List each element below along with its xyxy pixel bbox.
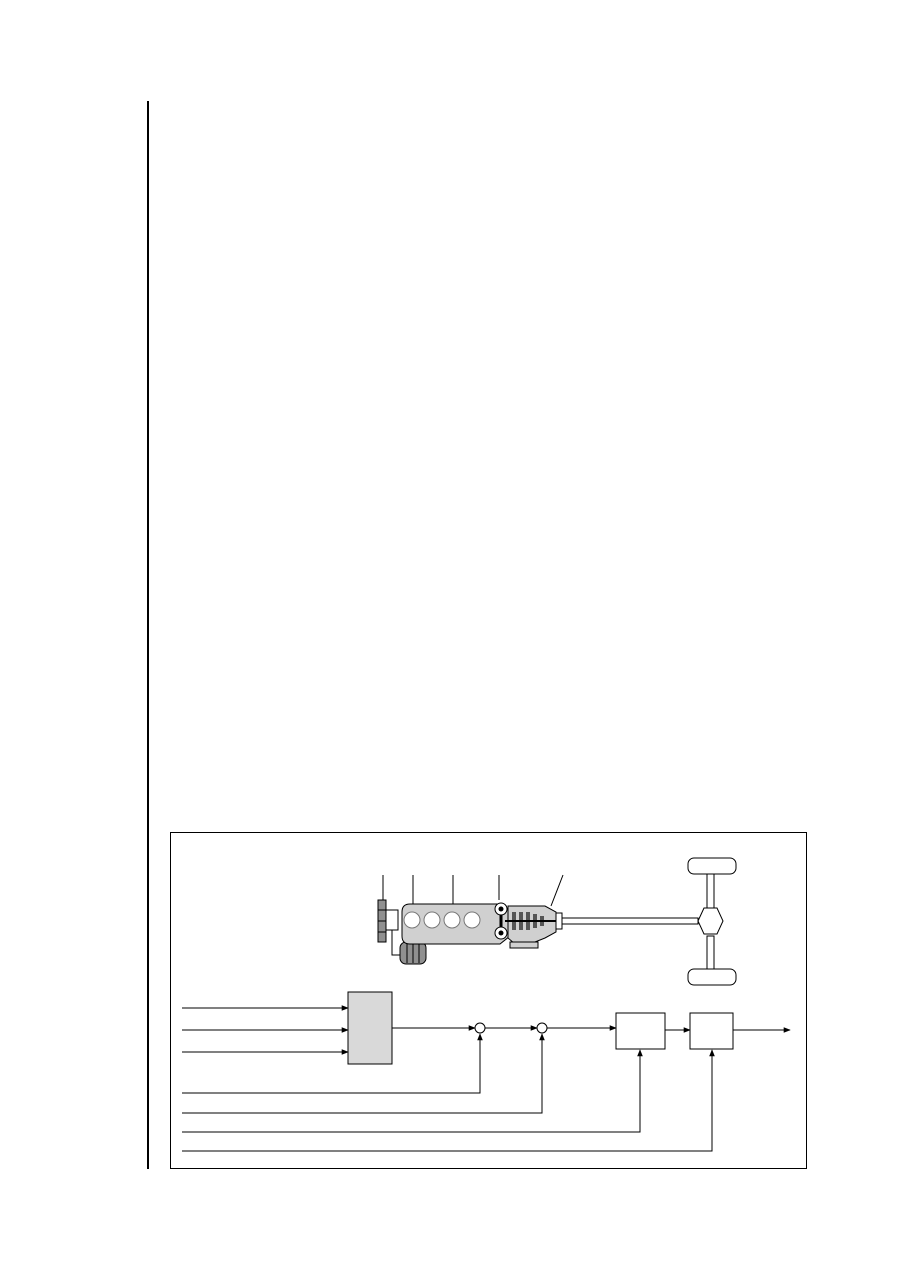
propeller-shaft	[561, 917, 699, 925]
transmission	[505, 905, 563, 949]
input-arrow-6	[182, 1049, 643, 1133]
electric-machine	[399, 941, 427, 965]
engine-block	[401, 903, 511, 945]
summing-junction-2	[536, 1022, 548, 1034]
summing-junction-1	[474, 1022, 486, 1034]
clutch-unit	[494, 902, 508, 940]
belt-drive	[377, 899, 402, 956]
rear-wheel-top	[687, 857, 737, 875]
input-arrow-7	[182, 1049, 715, 1152]
figure-frame	[170, 832, 807, 1169]
rear-wheel-bottom	[687, 968, 737, 986]
input-arrow-5	[182, 1033, 545, 1114]
block-controller	[615, 1012, 666, 1050]
margin-rule	[147, 101, 149, 1169]
input-arrow-4	[182, 1033, 483, 1094]
rear-axle	[687, 857, 737, 986]
callout-line-5	[550, 874, 564, 907]
block-map	[347, 991, 393, 1065]
control-block-diagram	[182, 991, 791, 1152]
powertrain-illustration	[377, 857, 737, 986]
block-actuator	[689, 1012, 734, 1050]
